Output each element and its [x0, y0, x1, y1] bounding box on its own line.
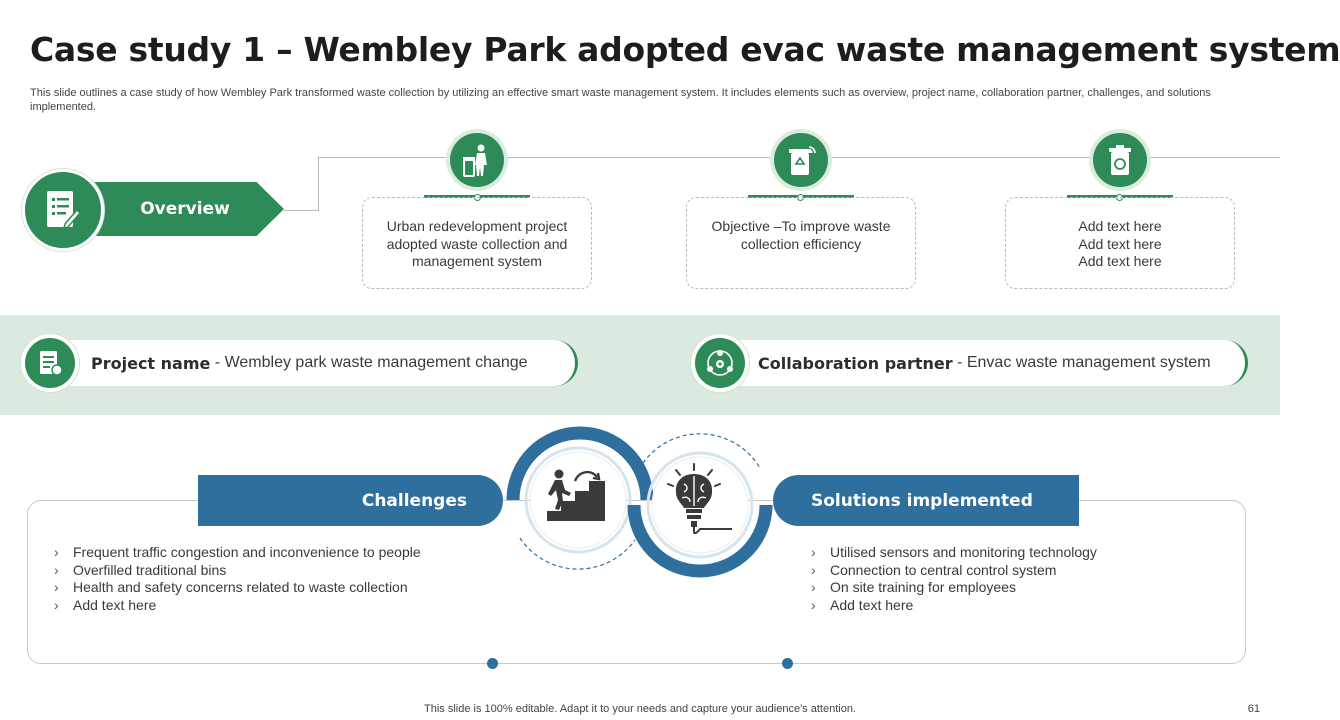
info-card-line: Urban redevelopment project [386, 218, 568, 234]
document-checklist-icon [22, 169, 104, 251]
team-gear-icon [695, 338, 745, 388]
person-climbing-stairs-icon [547, 469, 605, 521]
connector-line [318, 157, 319, 210]
connector-line [284, 210, 319, 211]
recycle-bin-icon [1093, 133, 1147, 187]
info-card-line: Add text here [1078, 253, 1162, 269]
brain-lightbulb-icon [667, 463, 732, 535]
list-item-text: Add text here [73, 596, 157, 613]
collaboration-partner-label: Collaboration partner [758, 353, 953, 373]
solutions-header: Solutions implemented [773, 475, 1079, 526]
solutions-list: › Utilised sensors and monitoring technol… [810, 544, 1097, 614]
list-item-text: Utilised sensors and monitoring technolo… [830, 544, 1097, 560]
pill-icon-circle [691, 334, 749, 392]
chevron-right-icon: › [811, 544, 816, 560]
project-name-value: Wembley park waste management change [224, 354, 528, 371]
info-card-line: Add text here [1078, 235, 1162, 252]
collaboration-partner-value: Envac waste management system [966, 354, 1211, 371]
card-icon-circle [770, 129, 832, 191]
list-item: › On site training for employees [810, 579, 1097, 597]
info-card-line: collection efficiency [740, 235, 862, 252]
list-item-text: Health and safety concerns related to wa… [73, 579, 408, 596]
collaboration-partner-pill: Collaboration partner - Envac waste mana… [720, 340, 1248, 386]
chevron-right-icon: › [811, 596, 816, 613]
person-trash-bin-icon [450, 133, 504, 187]
footer-note: This slide is 100% editable. Adapt it to… [424, 703, 856, 715]
page-subtitle: This slide outlines a case study of how … [30, 87, 1211, 113]
list-item: › Frequent traffic congestion and inconve… [53, 544, 421, 562]
chevron-right-icon: › [54, 544, 59, 560]
info-card-line: Objective –To improve waste [711, 218, 891, 234]
list-item: › Add text here [810, 597, 1097, 615]
project-name-separator: - [210, 354, 225, 371]
project-name-pill: Project name - Wembley park waste manage… [50, 340, 578, 386]
card-icon-circle [1089, 129, 1151, 191]
list-item: › Add text here [53, 597, 421, 615]
list-item-text: Overfilled traditional bins [73, 561, 227, 578]
list-item-text: Frequent traffic congestion and inconven… [73, 544, 421, 560]
info-card: Urban redevelopment project adopted wast… [362, 197, 592, 289]
chevron-right-icon: › [811, 579, 816, 596]
smart-recycle-bin-icon [774, 133, 828, 187]
list-item: › Overfilled traditional bins [53, 562, 421, 580]
challenges-list: › Frequent traffic congestion and inconve… [53, 544, 421, 614]
pill-icon-circle [21, 334, 79, 392]
card-icon-circle [446, 129, 508, 191]
chevron-right-icon: › [54, 579, 59, 596]
info-card-line: adopted waste collection and [386, 235, 568, 252]
overview-banner [88, 182, 284, 236]
page-title: Case study 1 – Wembley Park adopted evac… [30, 30, 1340, 69]
page-number: 61 [1247, 703, 1260, 715]
info-card-line: Add text here [1078, 218, 1162, 234]
list-item: › Connection to central control system [810, 562, 1097, 580]
panel-dot [487, 658, 498, 669]
info-card-line: management system [412, 253, 542, 269]
project-name-label: Project name [91, 353, 211, 373]
chevron-right-icon: › [811, 561, 816, 578]
project-document-icon [25, 338, 75, 388]
info-card: Objective –To improve waste collection e… [686, 197, 916, 289]
chevron-right-icon: › [54, 561, 59, 578]
overview-label: Overview [140, 199, 230, 219]
list-item: › Health and safety concerns related to w… [53, 579, 421, 597]
challenges-header: Challenges [198, 475, 503, 526]
list-item-text: Connection to central control system [830, 561, 1057, 578]
chevron-right-icon: › [54, 596, 59, 613]
info-card: Add text here Add text here Add text her… [1005, 197, 1235, 289]
list-item-text: On site training for employees [830, 579, 1016, 596]
list-item-text: Add text here [830, 596, 914, 613]
list-item: › Utilised sensors and monitoring technol… [810, 544, 1097, 562]
panel-dot [782, 658, 793, 669]
collaboration-partner-separator: - [952, 354, 967, 371]
challenges-solutions-panel [27, 500, 1246, 664]
